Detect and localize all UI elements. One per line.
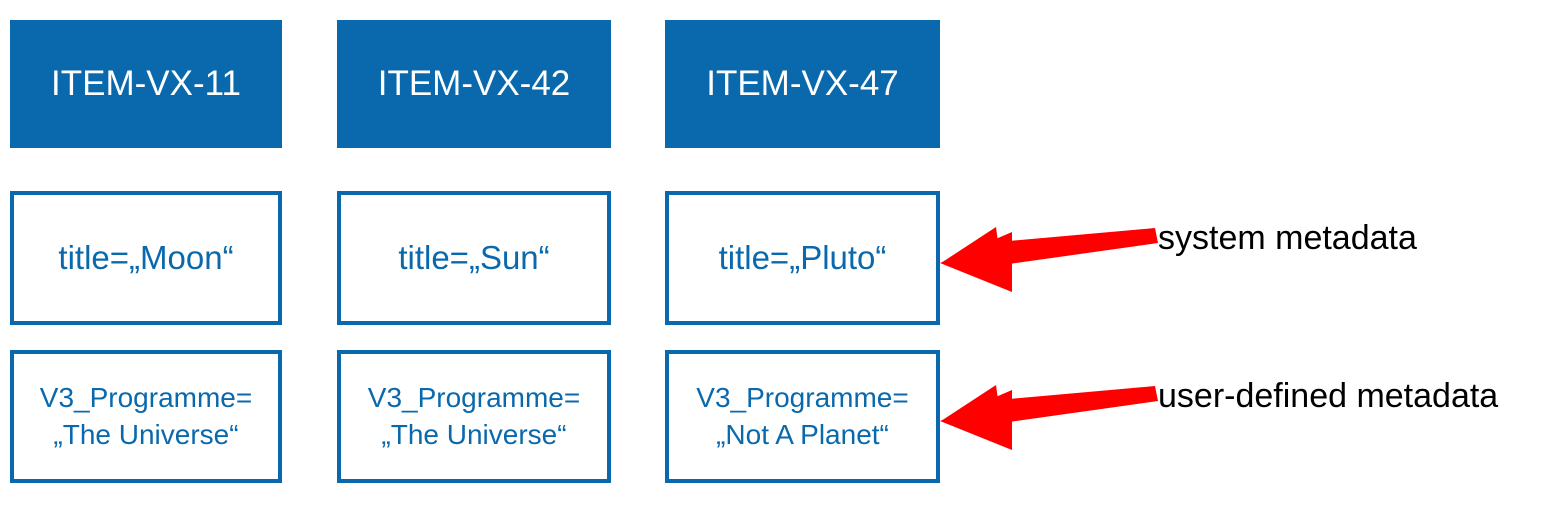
user-metadata-box-2[interactable]: V3_Programme= „The Universe“ bbox=[337, 350, 611, 483]
annotation-label-system-metadata: system metadata bbox=[1158, 219, 1417, 257]
item-header-box-2[interactable]: ITEM-VX-42 bbox=[337, 20, 611, 148]
user-metadata-text-1: V3_Programme= „The Universe“ bbox=[39, 381, 253, 450]
system-metadata-box-2[interactable]: title=„Sun“ bbox=[337, 191, 611, 325]
annotation-label-user-metadata: user-defined metadata bbox=[1158, 377, 1499, 415]
system-metadata-box-3[interactable]: title=„Pluto“ bbox=[665, 191, 940, 325]
item-header-box-3[interactable]: ITEM-VX-47 bbox=[665, 20, 940, 148]
system-metadata-box-1[interactable]: title=„Moon“ bbox=[10, 191, 282, 325]
user-metadata-text-2: V3_Programme= „The Universe“ bbox=[367, 381, 581, 450]
user-metadata-arrow-icon bbox=[940, 385, 1158, 450]
system-metadata-arrow-icon bbox=[940, 227, 1158, 292]
user-metadata-box-1[interactable]: V3_Programme= „The Universe“ bbox=[10, 350, 282, 483]
user-metadata-text-3: V3_Programme= „Not A Planet“ bbox=[696, 381, 909, 450]
user-metadata-box-3[interactable]: V3_Programme= „Not A Planet“ bbox=[665, 350, 940, 483]
item-header-box-1[interactable]: ITEM-VX-11 bbox=[10, 20, 282, 148]
